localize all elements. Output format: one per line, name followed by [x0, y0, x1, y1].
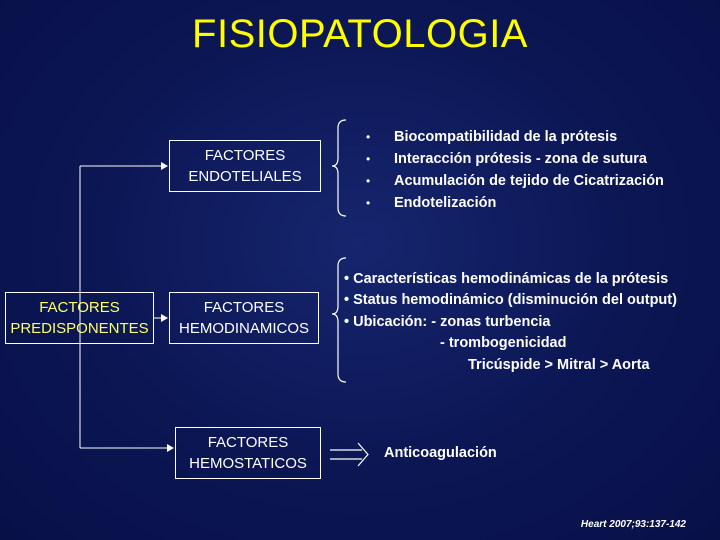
brace-endoteliales: [331, 119, 347, 217]
arrowhead-hemodinamicos: [161, 314, 168, 322]
box-factores-hemostaticos: FACTORES HEMOSTATICOS: [175, 427, 321, 479]
box-endoteliales-line2: ENDOTELIALES: [188, 168, 302, 185]
bullet-icon: •: [366, 174, 371, 188]
list-item: Acumulación de tejido de Cicatrización: [394, 173, 664, 189]
box-hemodinamicos-line2: HEMODINAMICOS: [178, 320, 309, 337]
box-hemostaticos-line2: HEMOSTATICOS: [189, 455, 307, 472]
bullet-icon: •: [366, 152, 371, 166]
double-arrow-icon: [330, 442, 369, 467]
list-item: • Status hemodinámico (disminución del o…: [344, 292, 677, 308]
list-item: Interacción prótesis - zona de sutura: [394, 151, 647, 167]
citation: Heart 2007;93:137-142: [580, 519, 686, 530]
root-box-predisponentes: FACTORES PREDISPONENTES: [5, 292, 154, 344]
list-item: - trombogenicidad: [440, 335, 567, 351]
list-item: Endotelización: [394, 195, 497, 211]
box-hemostaticos-line1: FACTORES: [207, 434, 289, 451]
box-factores-endoteliales: FACTORES ENDOTELIALES: [169, 140, 321, 192]
arrowhead-endoteliales: [161, 162, 168, 170]
list-item: Tricúspide > Mitral > Aorta: [468, 357, 650, 373]
box-factores-hemodinamicos: FACTORES HEMODINAMICOS: [169, 292, 319, 344]
bullet-icon: •: [366, 130, 371, 144]
root-line2: PREDISPONENTES: [10, 320, 149, 337]
result-anticoagulacion: Anticoagulación: [384, 445, 497, 461]
brace-hemodinamicos: [331, 257, 347, 383]
list-item: • Ubicación: - zonas turbencia: [344, 314, 551, 330]
page-title: FISIOPATOLOGIA: [192, 12, 528, 56]
box-endoteliales-line1: FACTORES: [204, 147, 286, 164]
root-line1: FACTORES: [39, 299, 120, 316]
bullet-icon: •: [366, 196, 371, 210]
list-item: • Características hemodinámicas de la pr…: [344, 271, 669, 287]
list-item: Biocompatibilidad de la prótesis: [394, 129, 618, 145]
box-hemodinamicos-line1: FACTORES: [203, 299, 285, 316]
arrowhead-hemostaticos: [167, 444, 174, 452]
